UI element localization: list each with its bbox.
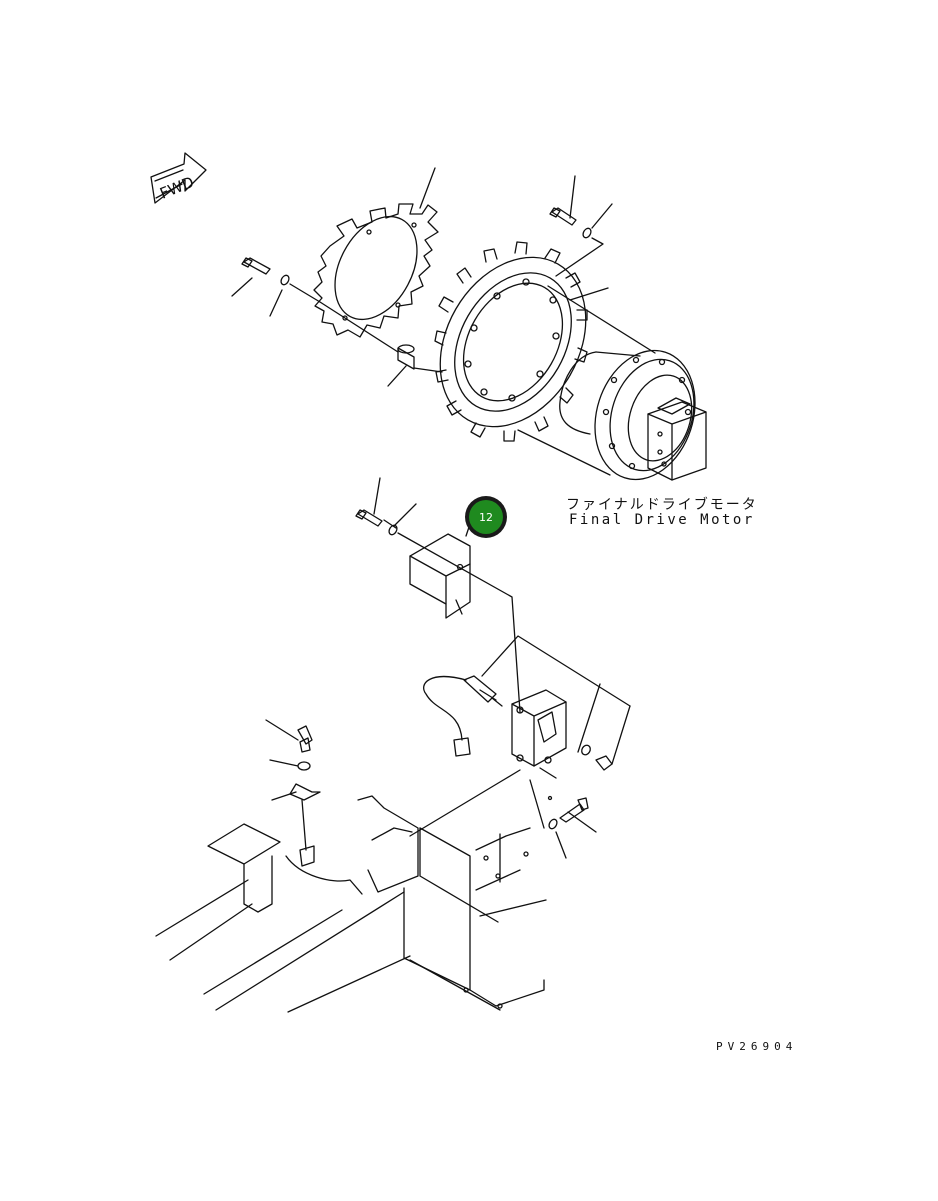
bolt-lower-left (265, 719, 321, 867)
drawing-code: PV26904 (716, 1040, 798, 1053)
spacer-tube (397, 344, 415, 370)
bolt-upper-left (231, 257, 321, 317)
track-frame (155, 769, 547, 1013)
rotation-sensor (423, 675, 503, 757)
callout-marker-12[interactable]: 12 (465, 496, 507, 538)
bolt-lower-right (547, 795, 597, 859)
final-drive-motor-label-jp: ファイナルドライブモータ (566, 497, 758, 513)
final-drive-motor-label-en: Final Drive Motor (569, 512, 755, 528)
callout-number[interactable]: 12 (469, 500, 503, 534)
sensor-cover (409, 523, 471, 619)
final-drive-motor (517, 285, 707, 481)
fwd-arrow-icon: FWD (150, 152, 207, 204)
leader-lines (319, 167, 521, 713)
bolt-mid (355, 509, 398, 536)
sensor-bracket (481, 635, 631, 829)
bolt-upper-right (549, 175, 613, 301)
sprocket (434, 241, 588, 442)
sprocket-plate (313, 203, 439, 338)
